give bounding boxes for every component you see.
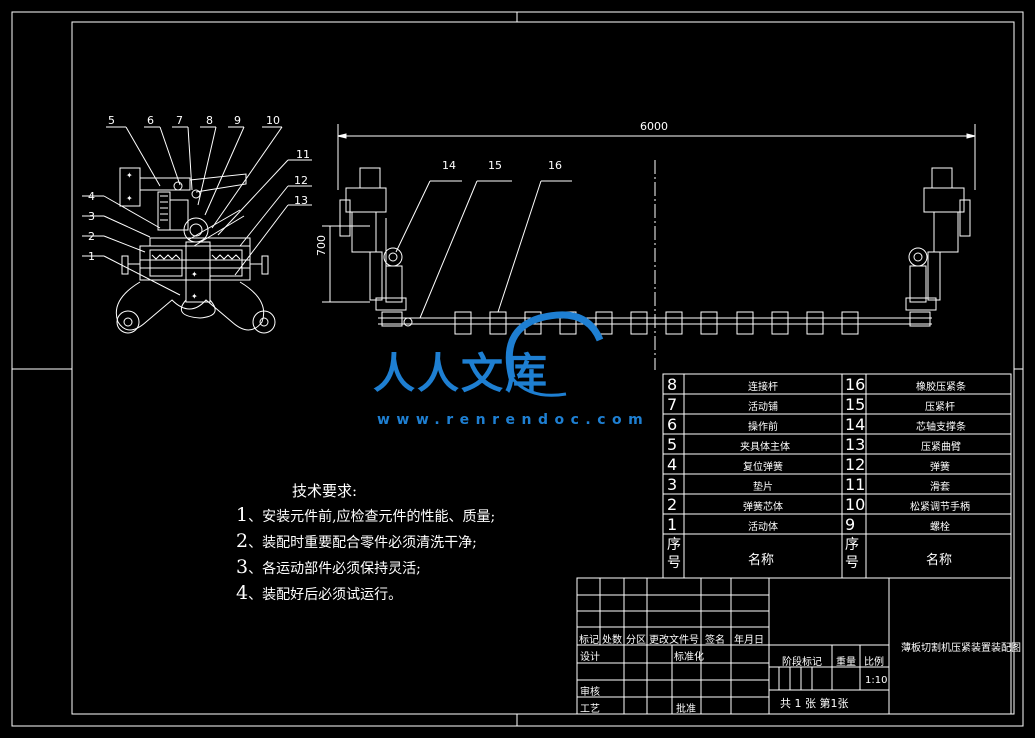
bom-name: 压紧曲臂 [921, 442, 961, 453]
callout-8: 8 [206, 114, 213, 127]
bom-name: 压紧杆 [925, 402, 955, 413]
tech-req-item: 3、各运动部件必须保持灵活; [236, 556, 421, 578]
bom-no: 4 [667, 455, 678, 474]
tb-stage-mark: 阶段标记 [782, 657, 822, 668]
dim-length: 6000 [640, 120, 668, 133]
callout-12: 12 [294, 174, 308, 187]
svg-text:✦: ✦ [191, 292, 198, 301]
svg-text:✦: ✦ [126, 171, 133, 180]
bom-name: 弹簧 [930, 462, 950, 473]
tech-req-title: 技术要求: [292, 482, 358, 500]
bom-no: 2 [667, 495, 678, 514]
tb-design: 设计 [580, 652, 600, 663]
bom-no: 11 [845, 475, 866, 494]
bom-no: 10 [845, 495, 866, 514]
callout-2: 2 [88, 230, 95, 243]
tb-weight: 重量 [836, 657, 856, 668]
bom-no: 3 [667, 475, 678, 494]
bom-header-name: 名称 [748, 553, 775, 568]
tb-col-date: 年月日 [734, 635, 764, 646]
bom-name: 复位弹簧 [743, 462, 783, 473]
tb-col-zone: 分区 [626, 635, 646, 646]
bom-name: 弹簧芯体 [743, 502, 783, 513]
bom-no: 12 [845, 455, 866, 474]
svg-text:✦: ✦ [126, 194, 133, 203]
tb-standardize: 标准化 [674, 652, 704, 663]
bom-header-no: 序号 [667, 537, 681, 571]
bom-name: 活动体 [748, 522, 778, 533]
tb-col-mark: 标记 [579, 635, 599, 646]
press-front-view [322, 124, 976, 370]
bom-name: 操作前 [748, 422, 778, 433]
bom-name: 芯轴支撑条 [916, 422, 966, 433]
watermark-logo [505, 311, 604, 397]
bom-name: 螺栓 [930, 522, 950, 533]
bom-no: 7 [667, 395, 678, 414]
tb-scale-label: 比例 [864, 657, 884, 668]
bom-name: 垫片 [753, 482, 773, 493]
callout-5: 5 [108, 114, 115, 127]
callout-7: 7 [176, 114, 183, 127]
bom-no: 8 [667, 375, 678, 394]
tb-sheets: 共 1 张 第1张 [780, 697, 849, 710]
callout-4: 4 [88, 190, 95, 203]
tb-drawing-title: 薄板切割机压紧装置装配图 [901, 643, 1021, 654]
title-block [576, 577, 1012, 715]
tb-process: 工艺 [580, 704, 600, 715]
tb-col-count: 处数 [602, 635, 622, 646]
callout-3: 3 [88, 210, 95, 223]
callout-10: 10 [266, 114, 280, 127]
bom-name: 连接杆 [748, 382, 778, 393]
callout-15: 15 [488, 159, 502, 172]
callout-9: 9 [234, 114, 241, 127]
bom-no: 16 [845, 375, 866, 394]
sheet-frame [11, 11, 1024, 727]
bom-name: 活动铺 [748, 402, 778, 413]
callout-13: 13 [294, 194, 308, 207]
callout-14: 14 [442, 159, 456, 172]
bom-no: 1 [667, 515, 678, 534]
tech-req-item: 1、安装元件前,应检查元件的性能、质量; [236, 504, 496, 526]
bom-table [662, 373, 1012, 579]
tb-review: 审核 [580, 687, 600, 698]
tb-scale: 1:10 [865, 675, 888, 686]
svg-text:✦: ✦ [191, 270, 198, 279]
callout-11: 11 [296, 148, 310, 161]
watermark-text: 人人文库 [373, 349, 550, 398]
bom-header-no: 序号 [845, 537, 859, 571]
bom-name: 滑套 [930, 482, 950, 493]
tb-approve: 批准 [676, 704, 696, 715]
bom-name: 夹具体主体 [740, 442, 790, 453]
tb-col-sign: 签名 [705, 635, 725, 646]
bom-no: 13 [845, 435, 866, 454]
callout-16: 16 [548, 159, 562, 172]
bom-no: 15 [845, 395, 866, 414]
bom-name: 松紧调节手柄 [910, 502, 970, 513]
watermark-url: www.renrendoc.com [377, 412, 650, 428]
bom-name: 橡胶压紧条 [916, 382, 966, 393]
bom-no: 6 [667, 415, 678, 434]
tech-req-item: 2、装配时重要配合零件必须清洗干净; [236, 530, 477, 552]
bom-no: 5 [667, 435, 678, 454]
bom-no: 14 [845, 415, 866, 434]
tech-req-item: 4、装配好后必须试运行。 [236, 582, 403, 604]
bom-no: 9 [845, 515, 856, 534]
clamp-side-view: ✦ ✦ ✦ ✦ [82, 126, 312, 334]
bom-header-name: 名称 [926, 553, 953, 568]
callout-6: 6 [147, 114, 154, 127]
dim-height: 700 [315, 235, 328, 256]
callout-1: 1 [88, 250, 95, 263]
tb-col-docno: 更改文件号 [649, 635, 699, 646]
